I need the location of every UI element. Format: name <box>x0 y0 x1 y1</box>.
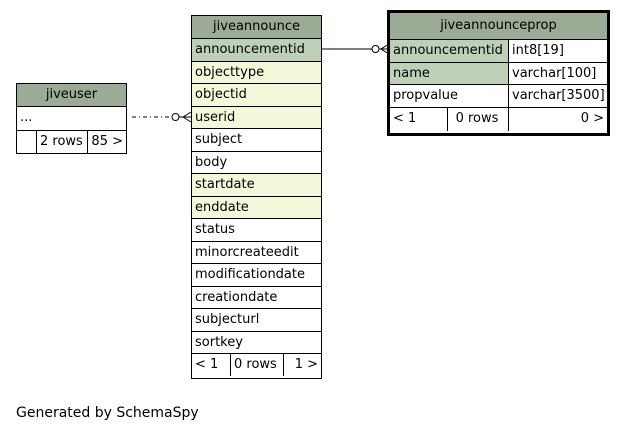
column-name: status <box>195 222 235 237</box>
stats-left: < 1 <box>393 110 417 126</box>
column-row: objecttype <box>192 60 321 84</box>
table-row: ... <box>17 106 126 130</box>
column-row: announcementid <box>192 38 321 61</box>
column-row: status <box>192 218 321 241</box>
stats-rows: 0 rows <box>234 357 277 372</box>
column-name: startdate <box>195 177 255 192</box>
column-type: int8[19] <box>512 43 564 58</box>
column-row: creationdate <box>192 285 321 309</box>
column-row: enddate <box>192 195 321 219</box>
stats-rows: 2 rows <box>40 134 83 149</box>
column-row: sortkey <box>192 330 321 354</box>
column-row: propvalue varchar[3500] <box>390 84 607 107</box>
column-row: userid <box>192 105 321 129</box>
column-name: objecttype <box>195 64 265 80</box>
table-jiveannounce[interactable]: jiveannounce announcementid objecttype obj… <box>191 15 322 379</box>
footer-credit: Generated by SchemaSpy <box>16 405 199 421</box>
stats-row: < 1 0 rows 0 > <box>390 106 607 131</box>
stats-rows: 0 rows <box>455 110 499 126</box>
table-jiveannounceprop[interactable]: jiveannounceprop announcementid int8[19] n… <box>387 10 610 136</box>
column-name: subjecturl <box>195 312 260 327</box>
column-row: minorcreateedit <box>192 240 321 264</box>
stats-row: < 1 0 rows 1 > <box>192 353 321 376</box>
column-name: announcementid <box>390 40 508 62</box>
stats-row: 2 rows 85 > <box>17 130 126 153</box>
column-name: minorcreateedit <box>195 244 299 260</box>
column-name: announcementid <box>195 42 305 57</box>
column-name: name <box>390 62 508 85</box>
column-name: propvalue <box>393 88 459 103</box>
link-user-to-announce <box>132 111 192 123</box>
column-row: body <box>192 150 321 174</box>
stats-right: 85 > <box>91 134 123 149</box>
column-row: objectid <box>192 83 321 106</box>
stats-left <box>17 131 37 153</box>
stats-right: 1 > <box>294 357 318 372</box>
table-jiveuser[interactable]: jiveuser ... 2 rows 85 > <box>16 83 127 154</box>
column-type: varchar[100] <box>512 65 597 81</box>
column-name: subject <box>195 132 243 147</box>
elided-columns: ... <box>20 110 33 125</box>
column-row: subject <box>192 128 321 151</box>
column-name: userid <box>195 109 236 125</box>
column-name: modificationdate <box>195 267 305 282</box>
column-type: varchar[3500] <box>512 88 605 103</box>
stats-left: < 1 <box>195 357 219 372</box>
table-title[interactable]: jiveannounceprop <box>390 13 607 39</box>
column-row: modificationdate <box>192 263 321 286</box>
stats-right: 0 > <box>580 110 604 126</box>
table-title[interactable]: jiveannounce <box>192 16 321 38</box>
column-row: announcementid int8[19] <box>390 39 607 62</box>
link-announce-to-announceprop <box>321 43 390 55</box>
column-name: sortkey <box>195 334 243 350</box>
column-row: startdate <box>192 173 321 196</box>
column-row: subjecturl <box>192 308 321 331</box>
column-name: body <box>195 154 228 170</box>
column-name: enddate <box>195 199 249 215</box>
table-title[interactable]: jiveuser <box>17 84 126 106</box>
column-name: creationdate <box>195 289 278 305</box>
column-name: objectid <box>195 87 247 102</box>
